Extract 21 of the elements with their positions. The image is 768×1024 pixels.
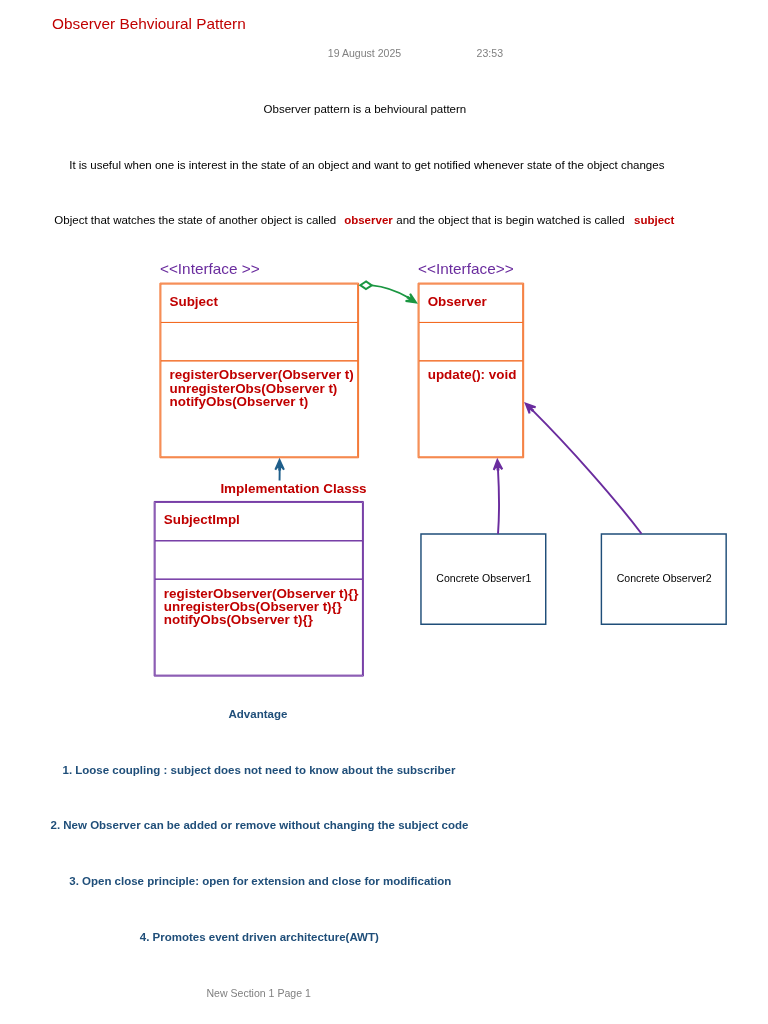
label: 23:53 <box>476 47 503 60</box>
label: It is useful when one is interest in the state of an object and want to get notified whenever state of the object changes <box>68 159 664 171</box>
node-box: Concrete Observer1 <box>419 533 546 625</box>
node-label: <<Interface >> <box>159 260 260 278</box>
label: Advantage <box>228 707 287 720</box>
arrow <box>358 280 417 304</box>
label: 19 August 2025 <box>327 47 401 60</box>
label: Object that watches the state of another object is called observer and the object that is begin watched is called subject <box>53 213 674 226</box>
label: 2. New Observer can be added or remove without changing the subject code <box>50 819 468 832</box>
label: New Section 1 Page 1 <box>205 986 311 999</box>
label: 3. Open close principle: open for extension and close for modification <box>68 874 451 887</box>
node-label: <<Interface>> <box>417 260 514 278</box>
node-box: Concrete Observer2 <box>600 533 727 625</box>
label: 1. Loose coupling : subject does not need to know about the subscriber <box>62 763 455 776</box>
arrow <box>273 459 285 482</box>
label: Observer pattern is a behvioural pattern <box>263 103 466 116</box>
arrow <box>524 402 642 535</box>
node-label: Implementation Classs <box>219 481 367 496</box>
diagram-title: Observer Behvioural Pattern <box>51 14 246 32</box>
label: 4. Promotes event driven architecture(AWT) <box>139 930 379 943</box>
arrow <box>492 459 503 535</box>
